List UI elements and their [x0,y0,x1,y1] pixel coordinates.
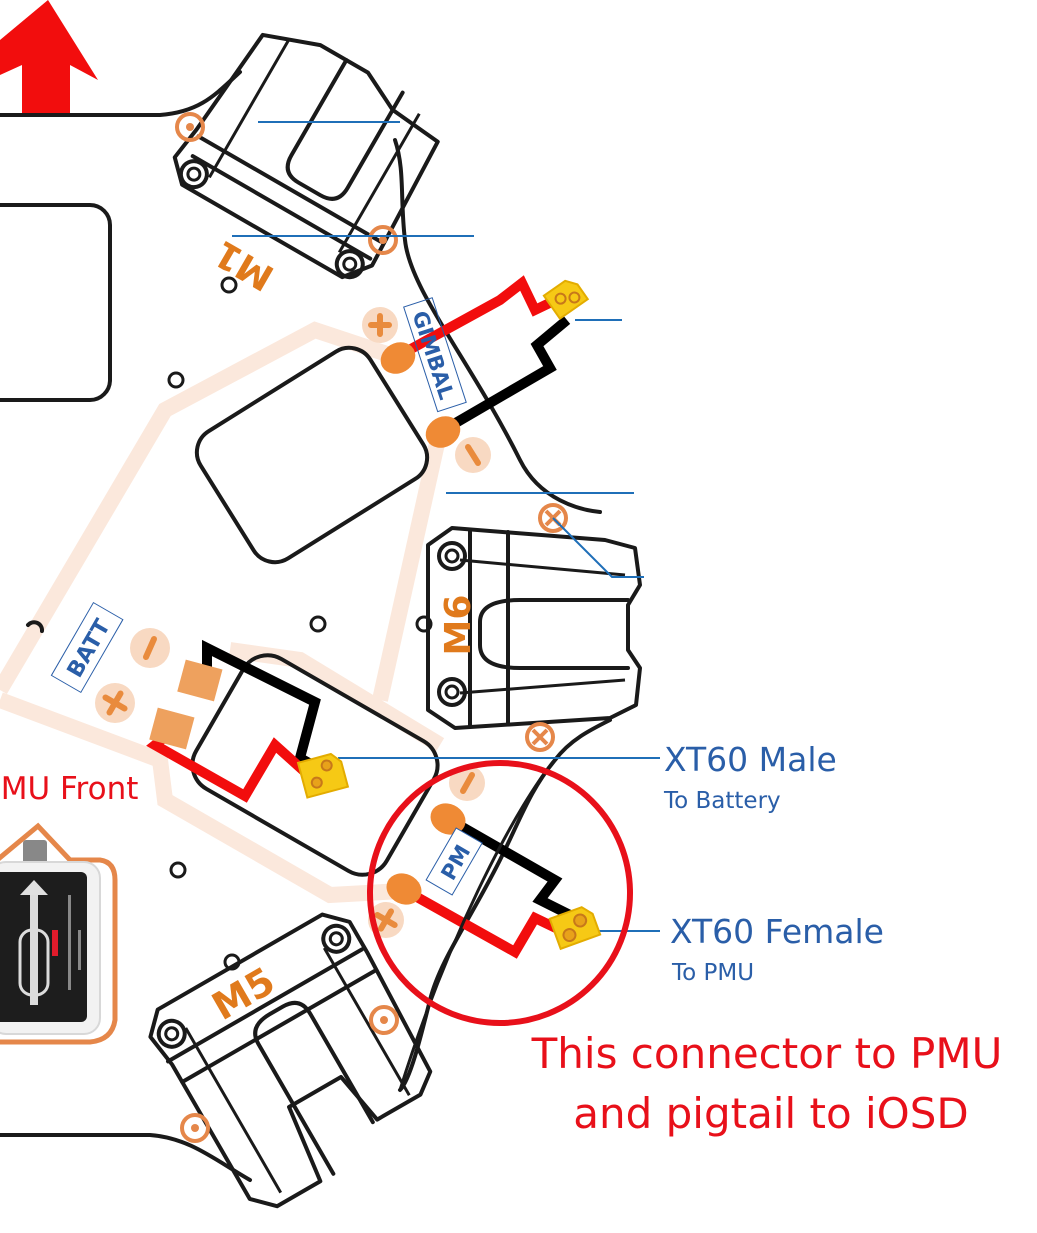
motor-mount-m6 [415,526,642,730]
screw-icon [180,1113,210,1143]
motor-label-m1: M1 [208,232,281,298]
screw-cross-icon [525,722,555,752]
note-line-1: This connector to PMU [531,1029,1003,1078]
xt60-female-sublabel: To PMU [671,960,754,986]
xt60-male-sublabel: To Battery [663,788,781,814]
xt30-connector-icon [542,279,590,321]
highlight-circle [367,760,633,1026]
motor-label-m5: M5 [205,959,283,1029]
pm-pads: PM [368,765,602,959]
pcb-traces [0,321,448,904]
motor-mount-m5 [148,912,433,1209]
gimbal-pads: GIMBAL [362,275,590,473]
frame-edge [398,759,557,1091]
forward-arrow [0,0,98,115]
screw-icon [369,1005,399,1035]
xt60-male-label: XT60 Male [664,740,837,779]
batt-plus-pad [149,707,195,750]
mount-hole [223,953,241,971]
pm-minus-pad [430,803,466,835]
pmu-module [0,822,118,1045]
screw-markers [175,112,568,1143]
xt60-female-label: XT60 Female [670,912,884,951]
motor-label-m6: M6 [438,595,479,656]
screw-icon [175,112,205,142]
screw-icon [368,225,398,255]
mount-hole [220,276,238,294]
gimbal-minus-pad [425,416,461,448]
note-line-2: and pigtail to iOSD [573,1089,969,1138]
frame-outline [0,70,612,1182]
leader-lines [232,121,660,932]
motor-mount-m1 [172,32,440,280]
battery-pads: BATT [50,601,350,803]
gimbal-plus-pad [380,342,416,374]
xt60-female-connector-icon [548,906,602,951]
batt-minus-pad [177,659,223,702]
pmu-front-label: PMU Front [0,771,138,807]
xt60-male-connector-icon [296,752,350,799]
pm-plus-pad [386,873,422,905]
